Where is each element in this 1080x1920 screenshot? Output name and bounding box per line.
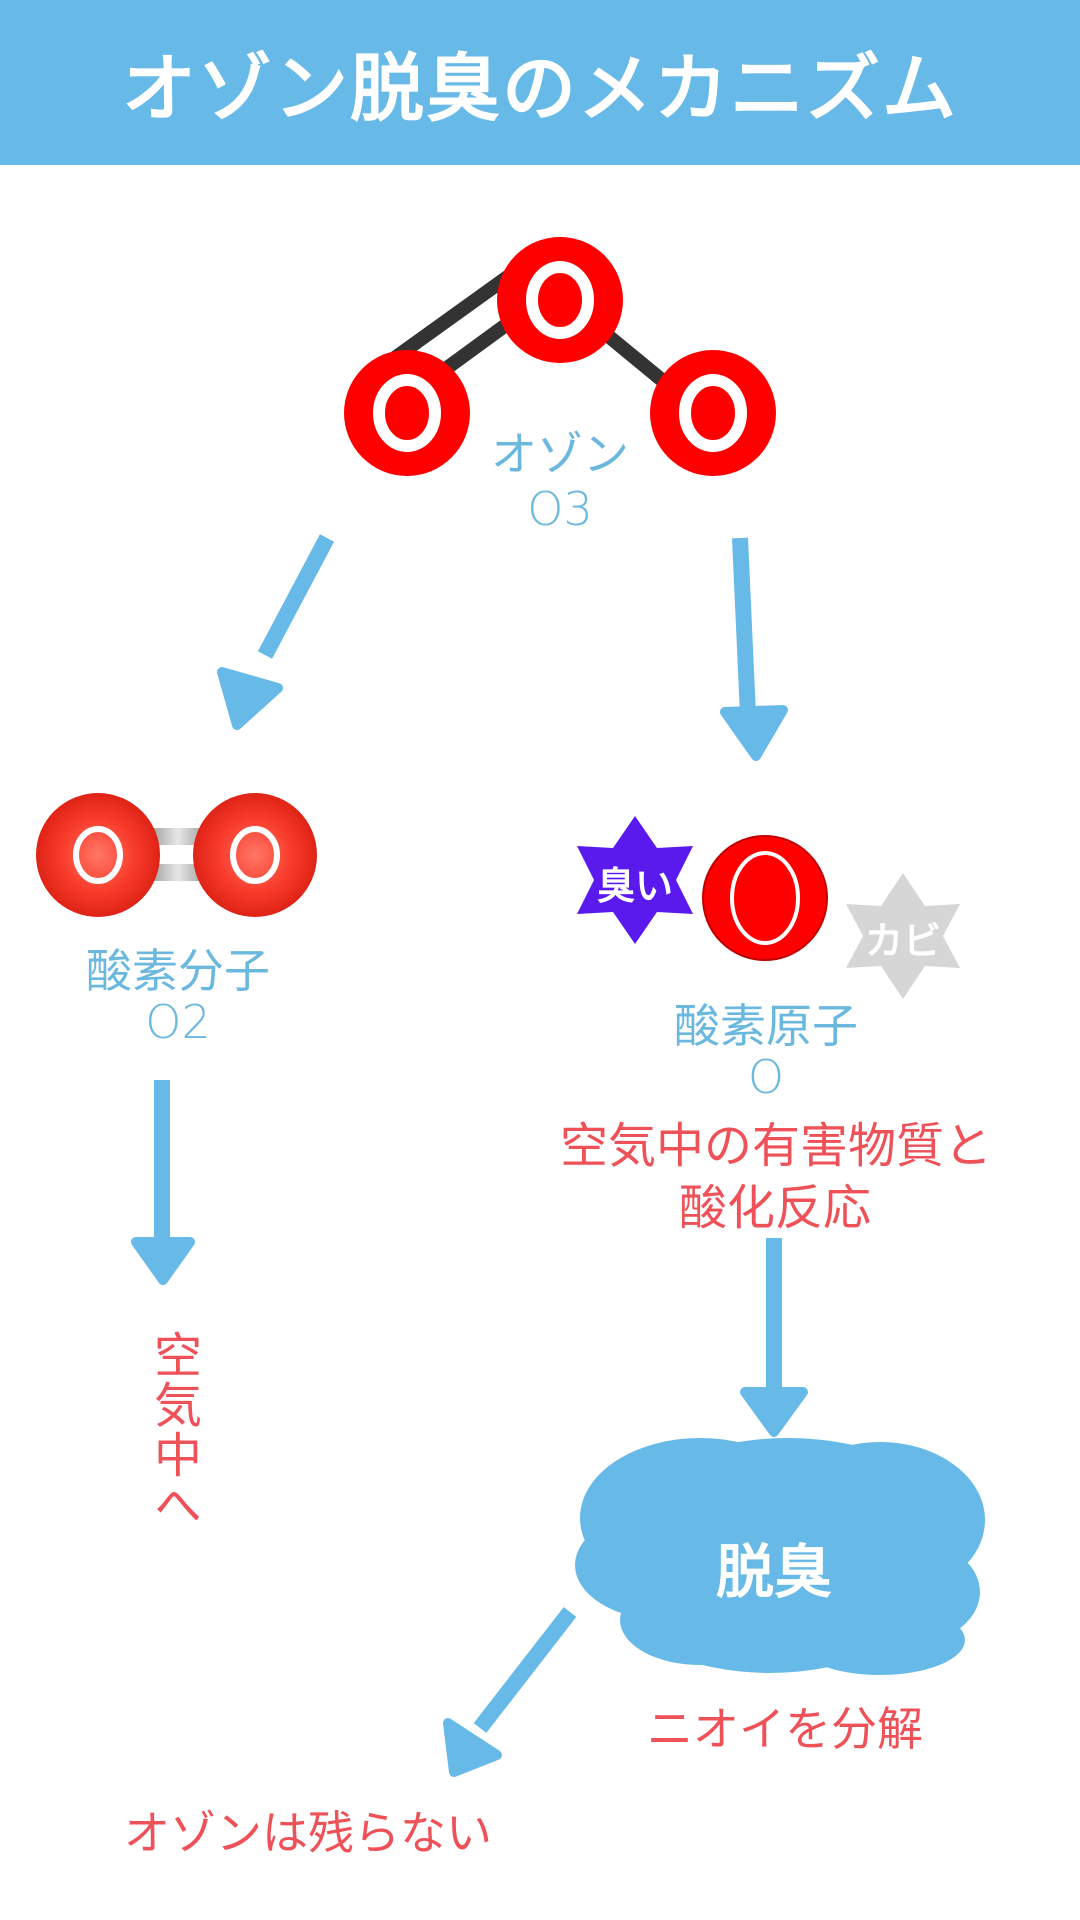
deodorize-cloud bbox=[575, 1438, 985, 1675]
oxygen-atom-formula: O bbox=[747, 1050, 785, 1104]
arrow-to-deodorize bbox=[740, 1238, 808, 1437]
oxygen-atom bbox=[702, 835, 828, 961]
oxygen-molecule-formula: O2 bbox=[145, 995, 211, 1049]
ozone-atom-left bbox=[344, 350, 470, 476]
ozone-atom-right bbox=[650, 350, 776, 476]
reaction-line-2: 酸化反応 bbox=[678, 1180, 871, 1236]
odor-badge-star bbox=[577, 816, 693, 944]
o2-bond-a bbox=[150, 828, 206, 845]
o2-atom-right bbox=[193, 793, 317, 917]
o2-bond-b bbox=[150, 864, 206, 881]
arrow-to-oxygen-atom bbox=[720, 537, 788, 761]
reaction-line-1: 空気中の有害物質と bbox=[560, 1118, 993, 1174]
ozone-name: オゾン bbox=[491, 427, 629, 481]
header-banner: オゾン脱臭のメカニズム bbox=[0, 0, 1080, 165]
odor-badge-label: 臭い bbox=[596, 864, 673, 908]
arrow-to-conclusion bbox=[443, 1607, 577, 1777]
conclusion-label: オゾンは残らない bbox=[124, 1806, 492, 1860]
mold-badge-star bbox=[846, 873, 960, 999]
mold-badge-label: カビ bbox=[864, 919, 941, 963]
o2-atom-left bbox=[36, 793, 160, 917]
deodorize-caption: ニオイを分解 bbox=[647, 1702, 923, 1756]
page-title: オゾン脱臭のメカニズム bbox=[122, 46, 958, 132]
ozone-atom-top bbox=[497, 237, 623, 363]
arrow-to-air bbox=[131, 1080, 195, 1285]
ozone-double-bond-a bbox=[380, 262, 525, 371]
arrow-to-oxygen-molecule bbox=[217, 534, 335, 730]
deodorize-label: 脱臭 bbox=[715, 1538, 832, 1606]
oxygen-molecule-name: 酸素分子 bbox=[86, 944, 270, 998]
oxygen-molecule bbox=[36, 793, 317, 917]
to-air-label: 空気中へ bbox=[145, 1330, 201, 1530]
ozone-formula: O3 bbox=[527, 482, 593, 536]
oxygen-atom-name: 酸素原子 bbox=[674, 999, 858, 1053]
